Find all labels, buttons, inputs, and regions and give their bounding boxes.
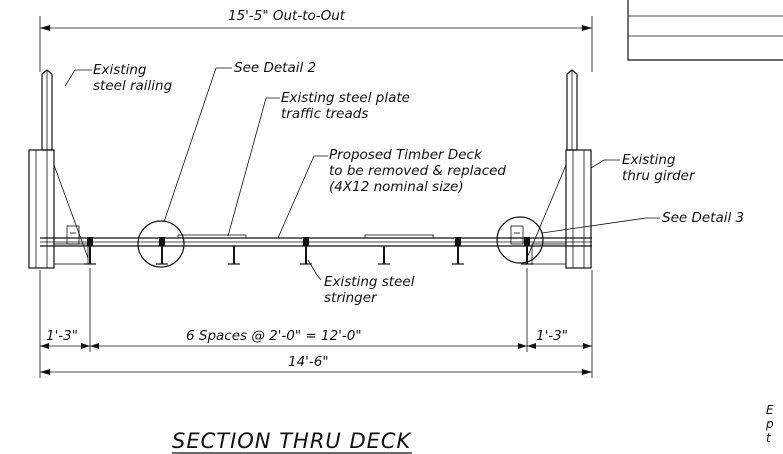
side-note-line-2: p (765, 417, 774, 431)
callouts: Existing steel railing See Detail 2 Exis… (93, 60, 744, 306)
deck-label-3: (4X12 nominal size) (329, 179, 464, 195)
right-overhang-dimension: 1'-3" (536, 328, 568, 344)
side-note-line-1: E (766, 403, 774, 417)
stringer (228, 246, 240, 265)
bottom-dimensions: 1'-3" 6 Spaces @ 2'-0" = 12'-0" 1'-3" 14… (39, 268, 593, 378)
stringer (156, 237, 168, 265)
traffic-treads (177, 234, 434, 239)
stringer (521, 237, 533, 265)
right-girder (510, 149, 592, 269)
railing-label-1: Existing (93, 62, 147, 78)
left-overhang-dimension: 1'-3" (46, 328, 78, 344)
girder-label-1: Existing (622, 152, 676, 168)
timber-deck (40, 237, 592, 247)
stringer (452, 237, 464, 265)
detail-3-circle (496, 216, 544, 264)
section-title: SECTION THRU DECK (172, 429, 413, 453)
stringer-label-1: Existing steel (324, 274, 415, 290)
girder-label-2: thru girder (622, 168, 696, 184)
stringer-label-2: stringer (324, 290, 378, 306)
right-railing (566, 69, 578, 151)
detail-3-label: See Detail 3 (662, 210, 744, 226)
title-block-fragment (627, 0, 783, 61)
treads-label-2: traffic treads (281, 106, 368, 122)
stringers (84, 237, 533, 265)
detail-2-circle (137, 220, 185, 268)
stringer (300, 237, 312, 265)
left-girder (28, 149, 89, 269)
side-note-line-3: t (766, 431, 772, 445)
total-dimension: 14'-6" (288, 354, 329, 370)
side-note-fragment: E p t (765, 403, 774, 445)
deck-label-1: Proposed Timber Deck (329, 147, 483, 163)
stringer (378, 246, 390, 265)
treads-label-1: Existing steel plate (281, 90, 410, 106)
left-railing (41, 69, 53, 151)
overall-width-label: 15'-5" Out-to-Out (228, 8, 346, 24)
railing-label-2: steel railing (93, 78, 173, 94)
overall-dimension: 15'-5" Out-to-Out (39, 8, 593, 72)
detail-2-label: See Detail 2 (234, 60, 316, 76)
deck-label-2: to be removed & replaced (329, 163, 506, 179)
stringer-spacing-dimension: 6 Spaces @ 2'-0" = 12'-0" (186, 328, 362, 344)
section-title-group: SECTION THRU DECK (172, 429, 413, 454)
leaders (64, 67, 660, 281)
stringer (84, 237, 96, 265)
